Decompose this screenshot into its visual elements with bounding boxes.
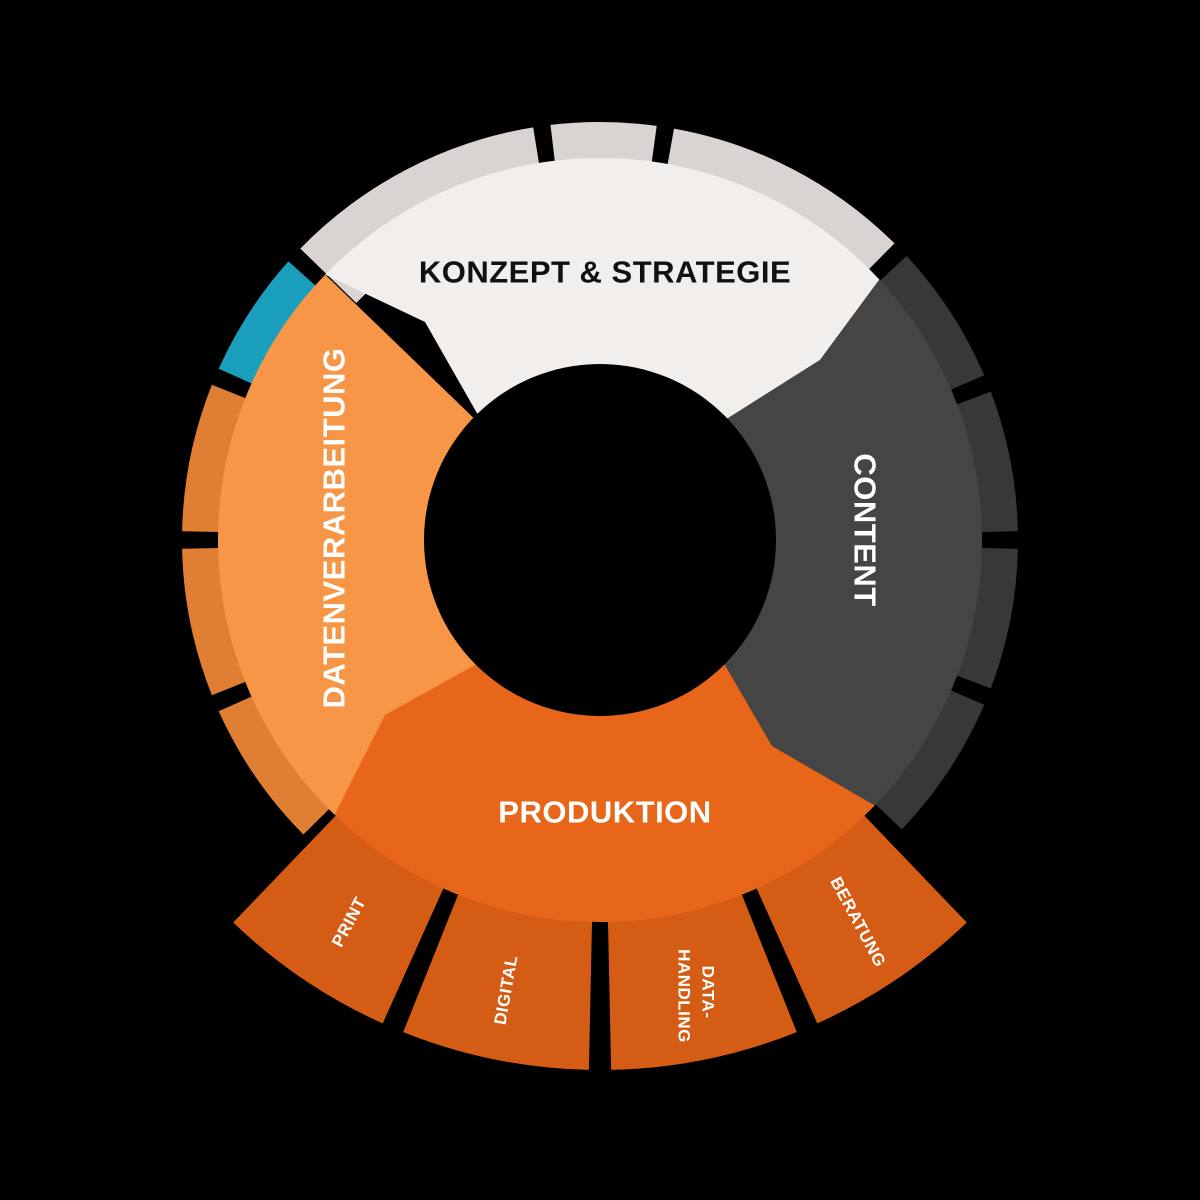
main-disc [217,157,983,923]
segment-konzept-strategie[interactable] [325,157,880,540]
label-content: CONTENT [848,453,883,606]
segment-content[interactable] [600,279,983,806]
segment-produktion[interactable] [334,540,875,923]
label-konzept-strategie: KONZEPT & STRATEGIE [419,255,791,290]
label-datenverarbeitung: DATENVERARBEITUNG [317,348,352,709]
label-data-line1: DATA- [699,966,718,1019]
label-produktion: PRODUKTION [498,795,711,830]
center-hole [424,364,776,716]
segment-datenverarbeitung[interactable] [217,274,600,815]
label-data-line2: HANDLING [675,949,694,1043]
